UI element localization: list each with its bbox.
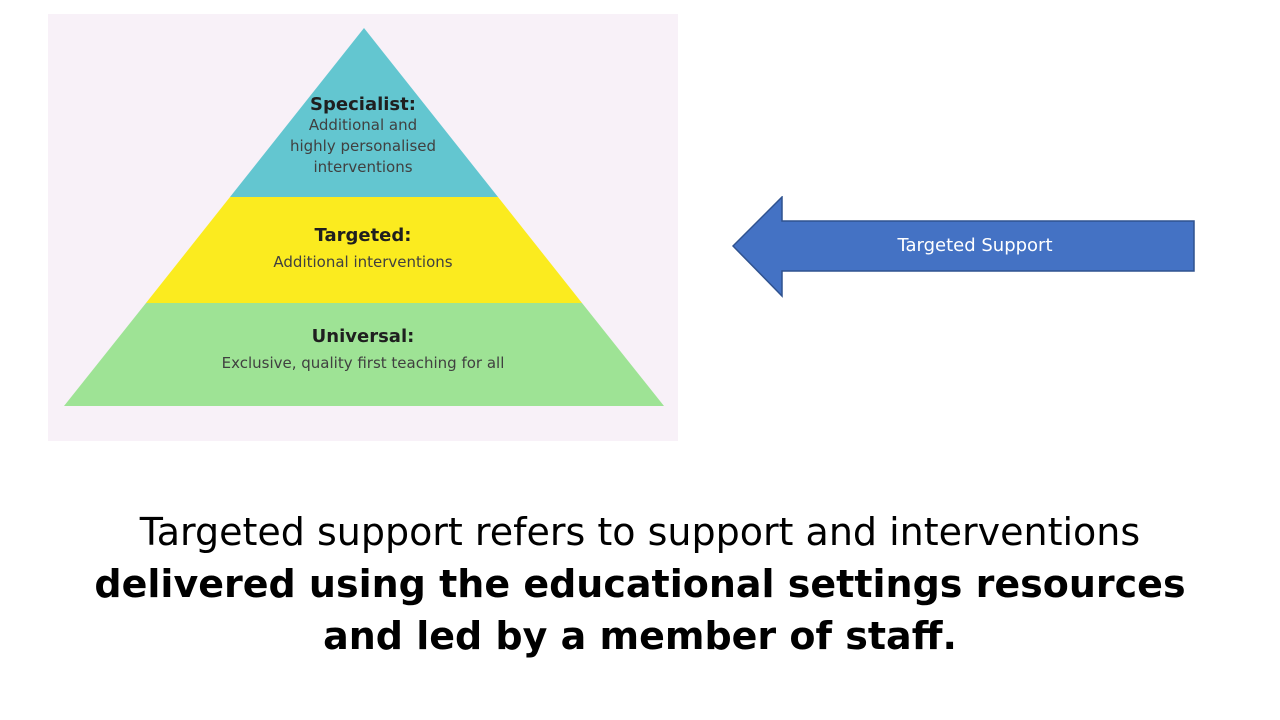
tier-label-targeted: Targeted: Additional interventions: [213, 225, 513, 273]
left-arrow-icon: [732, 196, 1195, 298]
arrow-label: Targeted Support: [897, 235, 1053, 256]
pyramid-tier-specialist: [230, 28, 498, 197]
pyramid-graphic: [64, 28, 664, 406]
tier-desc-specialist-line-3: interventions: [313, 158, 413, 176]
tier-title-targeted: Targeted:: [314, 225, 412, 246]
caption-bold-text: delivered using the educational settings…: [94, 562, 1186, 658]
targeted-support-arrow: Targeted Support: [732, 196, 1196, 298]
slide-caption: Targeted support refers to support and i…: [60, 506, 1220, 662]
tier-title-universal: Universal:: [311, 326, 415, 347]
tier-desc-specialist-line-1: Additional and: [308, 116, 418, 134]
caption-normal-text: Targeted support refers to support and i…: [139, 510, 1141, 554]
tier-title-specialist: Specialist:: [310, 94, 416, 115]
tier-label-specialist: Specialist: Additional and highly person…: [263, 94, 463, 178]
pyramid-tier-universal: [64, 303, 664, 406]
pyramid-diagram: Specialist: Additional and highly person…: [48, 14, 678, 441]
tier-desc-specialist-line-2: highly personalised: [289, 137, 437, 155]
tier-label-universal: Universal: Exclusive, quality first teac…: [158, 326, 568, 374]
pyramid-tier-targeted: [146, 197, 582, 303]
tier-desc-universal: Exclusive, quality first teaching for al…: [221, 354, 505, 372]
tier-desc-targeted: Additional interventions: [273, 253, 453, 271]
